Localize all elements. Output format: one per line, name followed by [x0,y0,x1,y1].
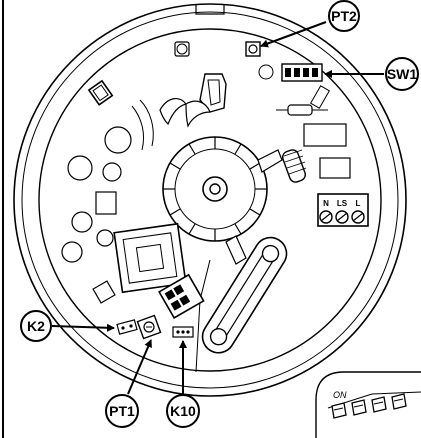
terminal-label-n: N [323,199,329,208]
transformer [113,222,187,294]
square-pad-hole [176,43,188,55]
coil-line-3 [286,161,306,169]
wire-lead-2 [131,105,145,151]
capacitor-small [96,229,114,247]
wire-bundle-left [159,98,188,126]
capacitor-top [104,126,132,154]
gear-tab-right [257,149,283,173]
k10-pin-2 [181,330,185,334]
wire-bundle-right [185,100,211,128]
square-pad [174,41,190,57]
k10-pin-3 [186,330,190,334]
capacitor-block [303,123,347,147]
pt1-knob [143,321,155,333]
inset-switch-2 [351,399,367,416]
gear-tab-bottom [225,235,247,265]
k2-leader-arrow [51,323,115,332]
coil-line-4 [288,167,307,175]
resistor [287,104,313,116]
pt2-leader-arrow [260,21,327,48]
callout-sw1: SW1 [385,57,419,91]
k2-pin-2 [129,324,133,328]
sw1-toggle-1 [285,68,291,77]
inset-on-label: ON [333,390,347,400]
component-block [319,157,351,179]
inset-switch-4 [391,393,407,410]
pt2-knob [248,44,258,54]
callout-pt1-label: PT1 [109,403,135,419]
callout-pt2: PT2 [328,0,360,32]
pt2-potentiometer [245,41,261,57]
terminal-label-l: L [356,199,361,208]
central-gear [162,136,268,242]
callout-pt2-label: PT2 [331,8,357,24]
terminal-screw-l-slot [352,212,364,222]
terminal-label-ls: LS [337,199,348,208]
coil-line-2 [284,155,304,163]
ic-chip [95,191,117,215]
callout-k2: K2 [20,310,52,342]
k10-pin-1 [176,330,180,334]
capacitor-low-left [71,211,93,233]
angled-component [309,85,331,109]
inner-housing-ring [21,11,399,389]
callout-k10: K10 [166,394,200,428]
k2-pin-1 [121,326,125,330]
slider-slot [201,236,288,354]
top-notch [195,4,225,15]
inset-panel [315,371,421,438]
relay-inner [207,79,221,106]
callout-pt1: PT1 [105,394,139,428]
sw1-toggle-4 [312,68,318,77]
capacitor-bottom-left [61,241,83,263]
capacitor-mid [102,162,122,182]
pt1-leader-arrow [127,339,152,395]
connector-block [158,273,205,319]
coil-line-1 [283,149,303,157]
sw1-toggle-2 [294,68,300,77]
round-pad [258,64,274,80]
sw1-toggle-3 [303,68,309,77]
small-square-component [92,280,116,304]
callout-k2-label: K2 [27,318,45,334]
terminal-screw-ls-slot [336,212,348,222]
diode-component [87,79,114,106]
inset-switch-1 [331,402,347,419]
callout-k10-label: K10 [170,403,196,419]
terminal-screw-n-slot [320,212,332,222]
wire-lead-1 [139,99,154,147]
callout-sw1-label: SW1 [387,66,418,82]
outer-housing-ring [13,3,407,397]
capacitor-left [67,155,93,181]
k2-jumper [116,319,138,335]
inset-switch-3 [371,396,387,413]
